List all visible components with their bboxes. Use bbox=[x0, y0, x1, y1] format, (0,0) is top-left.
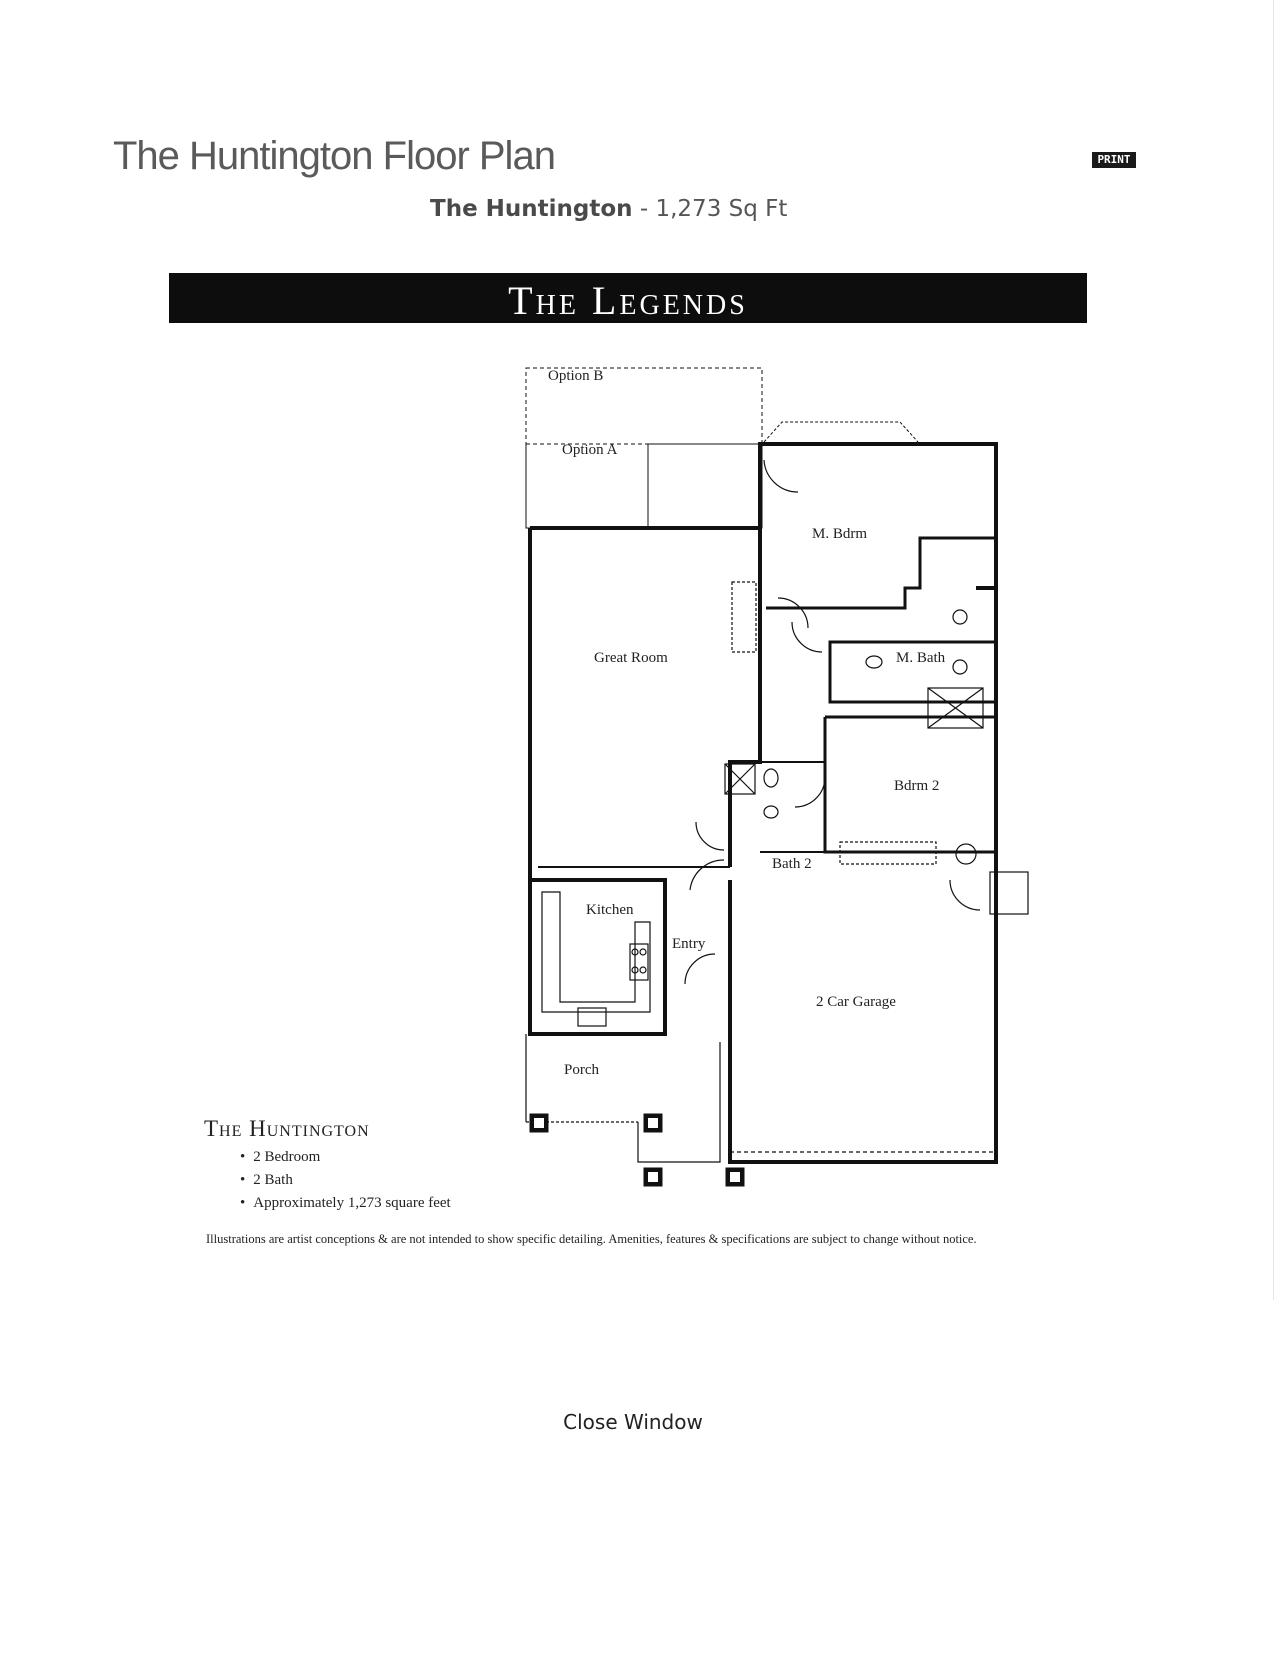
vertical-scrollbar[interactable] bbox=[1273, 0, 1280, 1300]
feature-bedrooms: 2 Bedroom bbox=[240, 1146, 504, 1169]
room-label-master-bedroom: M. Bdrm bbox=[812, 526, 867, 542]
plan-size: - 1,273 Sq Ft bbox=[632, 196, 788, 222]
room-label-porch: Porch bbox=[564, 1062, 599, 1078]
disclaimer-text: Illustrations are artist conceptions & a… bbox=[206, 1232, 977, 1246]
exterior-wall-north bbox=[530, 442, 998, 590]
room-label-kitchen: Kitchen bbox=[586, 902, 634, 918]
page-title: The Huntington Floor Plan bbox=[113, 134, 556, 178]
close-window-link[interactable]: Close Window bbox=[563, 1410, 703, 1434]
exterior-wall-east bbox=[728, 588, 998, 1164]
room-label-option-a: Option A bbox=[562, 442, 618, 458]
floor-plan-image: Option B Option A M. Bdrm Great Room M. … bbox=[525, 367, 1029, 1187]
feature-square-feet: Approximately 1,273 square feet bbox=[240, 1192, 504, 1215]
room-label-bedroom-2: Bdrm 2 bbox=[894, 778, 939, 794]
collection-banner: The Legends bbox=[169, 273, 1087, 323]
room-label-option-b: Option B bbox=[548, 368, 603, 384]
room-label-master-bath: M. Bath bbox=[896, 650, 946, 666]
bay-window bbox=[763, 421, 919, 443]
plan-name: The Huntington bbox=[430, 196, 633, 222]
feature-baths: 2 Bath bbox=[240, 1169, 504, 1192]
plan-summary-title: The Huntington bbox=[204, 1116, 370, 1141]
plan-summary: The Huntington 2 Bedroom 2 Bath Approxim… bbox=[204, 1116, 504, 1215]
plan-features-list: 2 Bedroom 2 Bath Approximately 1,273 squ… bbox=[240, 1146, 504, 1215]
plan-subtitle: The Huntington - 1,273 Sq Ft bbox=[430, 196, 787, 222]
room-label-garage: 2 Car Garage bbox=[816, 994, 896, 1010]
print-button[interactable]: PRINT bbox=[1092, 152, 1136, 168]
room-label-bath-2: Bath 2 bbox=[772, 856, 812, 872]
room-label-great-room: Great Room bbox=[594, 650, 668, 666]
room-label-entry: Entry bbox=[672, 936, 706, 952]
collection-banner-text: The Legends bbox=[508, 278, 748, 323]
